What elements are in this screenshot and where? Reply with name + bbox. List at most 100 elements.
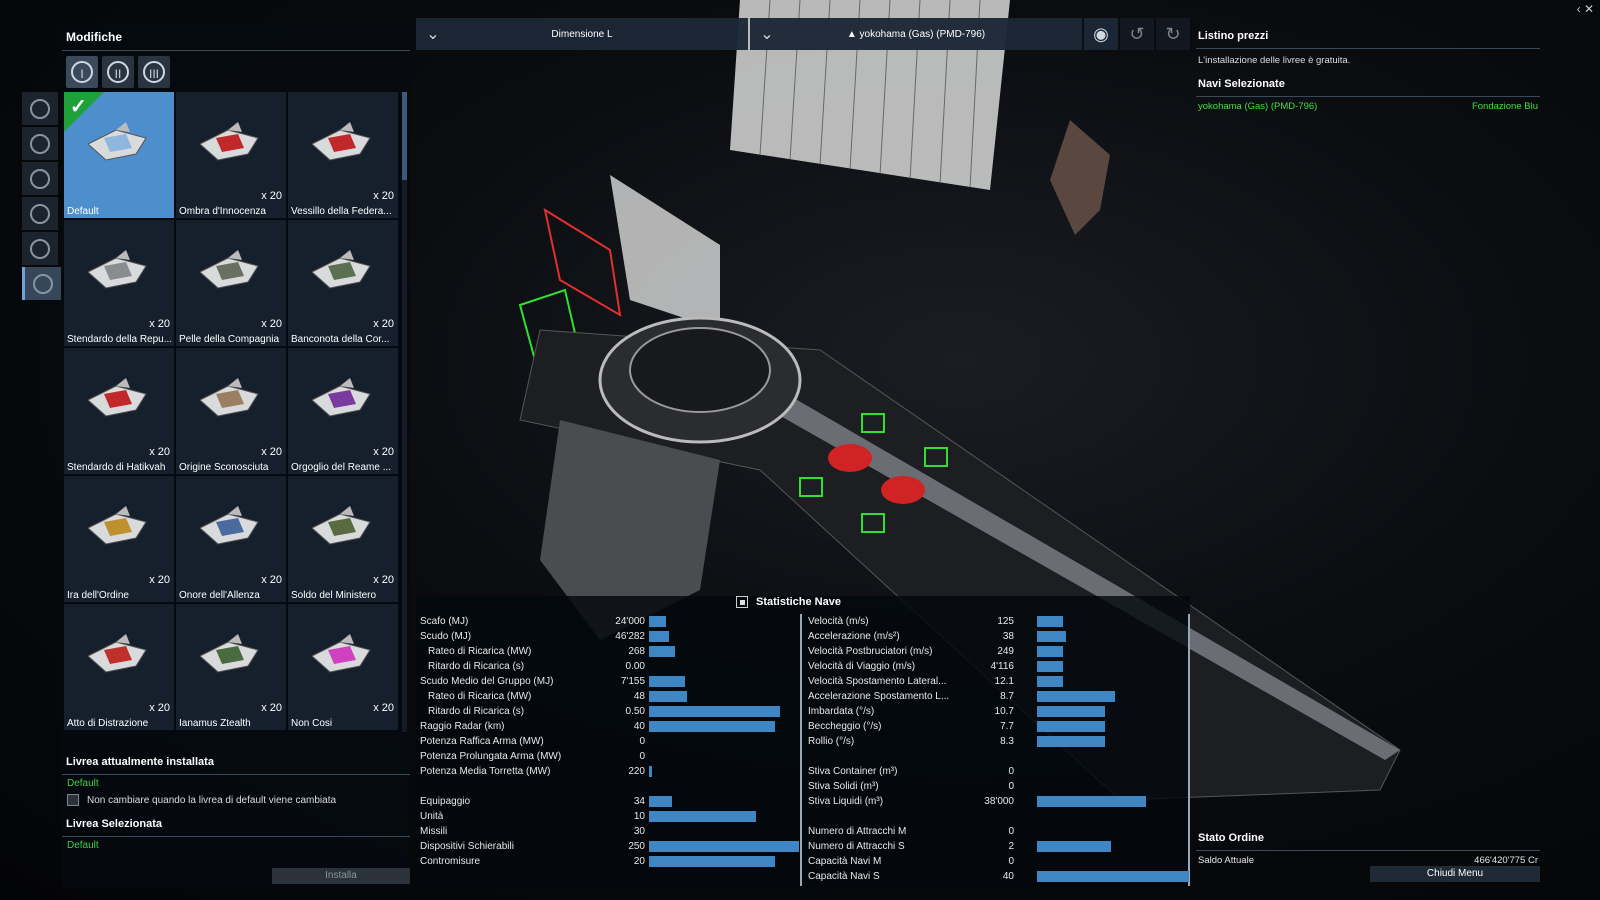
paint-count: x 20 <box>149 574 170 586</box>
category-paint-button[interactable] <box>22 267 61 300</box>
stat-label: Dispositivi Schierabili <box>420 841 514 852</box>
paint-name: Stendardo di Hatikvah <box>67 462 166 473</box>
tier-2-button[interactable]: II <box>102 56 134 88</box>
ship-dropdown-text: yokohama (Gas) (PMD-796) <box>859 28 986 40</box>
debris <box>1050 120 1110 235</box>
paint-count: x 20 <box>149 318 170 330</box>
ship-preview-icon <box>311 250 371 289</box>
stat-row <box>420 779 800 794</box>
dock-pad-1 <box>828 444 872 472</box>
stat-row: Stiva Liquidi (m³)38'000 <box>808 794 1190 809</box>
ship-preview-icon <box>87 506 147 545</box>
tier-selector: I II III <box>66 56 170 88</box>
paint-count: x 20 <box>261 446 282 458</box>
ship-preview-icon <box>87 378 147 417</box>
stat-value: 0.50 <box>625 706 645 717</box>
installed-section: Livrea attualmente installata Default No… <box>62 752 410 854</box>
stat-row: Accelerazione Spostamento L...8.7 <box>808 689 1190 704</box>
paint-scrollbar[interactable] <box>402 92 407 732</box>
stat-row: Velocità di Viaggio (m/s)4'116 <box>808 659 1190 674</box>
size-dropdown[interactable]: ⌄ Dimensione L <box>416 18 748 50</box>
stat-label: Scudo (MJ) <box>420 631 472 642</box>
stat-row: Velocità (m/s)125 <box>808 614 1190 629</box>
ship-preview-icon <box>311 378 371 417</box>
paint-icon <box>33 273 53 294</box>
stat-row: Potenza Prolungata Arma (MW)0 <box>420 749 800 764</box>
stat-value: 268 <box>628 646 645 657</box>
selected-ship-row[interactable]: yokohama (Gas) (PMD-796) Fondazione Blu <box>1196 97 1540 116</box>
category-weapons-button[interactable] <box>22 127 58 160</box>
paint-name: Ombra d'Innocenza <box>179 206 266 217</box>
category-engines-button[interactable] <box>22 162 58 195</box>
ship-preview-icon <box>87 634 147 673</box>
stat-label: Stiva Solidi (m³) <box>808 781 879 792</box>
paint-option[interactable]: x 20 Ombra d'Innocenza <box>176 92 286 218</box>
stat-value: 34 <box>633 796 645 807</box>
category-ship-button[interactable] <box>22 92 58 125</box>
stat-bar <box>1037 616 1063 627</box>
category-shields-button[interactable] <box>22 197 58 230</box>
category-cargo-button[interactable] <box>22 232 58 265</box>
keep-default-checkbox[interactable] <box>67 794 79 806</box>
paint-option[interactable]: x 20 Origine Sconosciuta <box>176 348 286 474</box>
undo-button[interactable]: ↺ <box>1120 18 1154 50</box>
stat-row: Rateo di Ricarica (MW)48 <box>420 689 800 704</box>
selected-ship-owner: Fondazione Blu <box>1471 101 1538 112</box>
installed-check-badge <box>64 92 104 132</box>
tier-1-button[interactable]: I <box>66 56 98 88</box>
stats-header[interactable]: Statistiche Nave <box>736 596 841 608</box>
ship-preview-icon <box>199 378 259 417</box>
lower-wing <box>540 420 720 640</box>
stat-label: Contromisure <box>420 856 481 867</box>
window-controls[interactable]: ‹ ✕ <box>1576 2 1594 16</box>
stat-label: Stiva Container (m³) <box>808 766 898 777</box>
ship-preview-icon <box>87 122 147 161</box>
scrollbar-thumb[interactable] <box>402 92 407 180</box>
ship-preview-icon <box>311 634 371 673</box>
stat-bar <box>649 721 775 732</box>
ship-dropdown[interactable]: ⌄ ▲ yokohama (Gas) (PMD-796) <box>750 18 1082 50</box>
ship-preview-icon <box>311 506 371 545</box>
dock-pad-2 <box>881 476 925 504</box>
order-title: Stato Ordine <box>1196 826 1540 851</box>
ship-preview-icon <box>199 122 259 161</box>
redo-button[interactable]: ↻ <box>1156 18 1190 50</box>
stat-row: Scafo (MJ)24'000 <box>420 614 800 629</box>
stat-row: Velocità Postbruciatori (m/s)249 <box>808 644 1190 659</box>
paint-option[interactable]: ✓Default <box>64 92 174 218</box>
stat-label: Raggio Radar (km) <box>420 721 505 732</box>
close-menu-button[interactable]: Chiudi Menu <box>1370 866 1540 882</box>
install-button[interactable]: Installa <box>272 868 410 884</box>
tier-3-button[interactable]: III <box>138 56 170 88</box>
chevron-down-icon: ⌄ <box>426 26 440 43</box>
cargo-icon <box>30 238 50 259</box>
stat-label: Potenza Media Torretta (MW) <box>420 766 551 777</box>
paint-count: x 20 <box>261 190 282 202</box>
view-toggle-button[interactable]: ◉ <box>1084 18 1118 50</box>
chevron-down-icon: ⌄ <box>760 26 774 43</box>
keep-default-row[interactable]: Non cambiare quando la livrea di default… <box>62 792 410 808</box>
stat-bar <box>1037 676 1063 687</box>
stat-row <box>808 749 1190 764</box>
stat-bar <box>1037 736 1106 747</box>
stat-bar <box>649 811 756 822</box>
stat-label: Velocità Spostamento Lateral... <box>808 676 947 687</box>
paint-name: Origine Sconosciuta <box>179 462 269 473</box>
